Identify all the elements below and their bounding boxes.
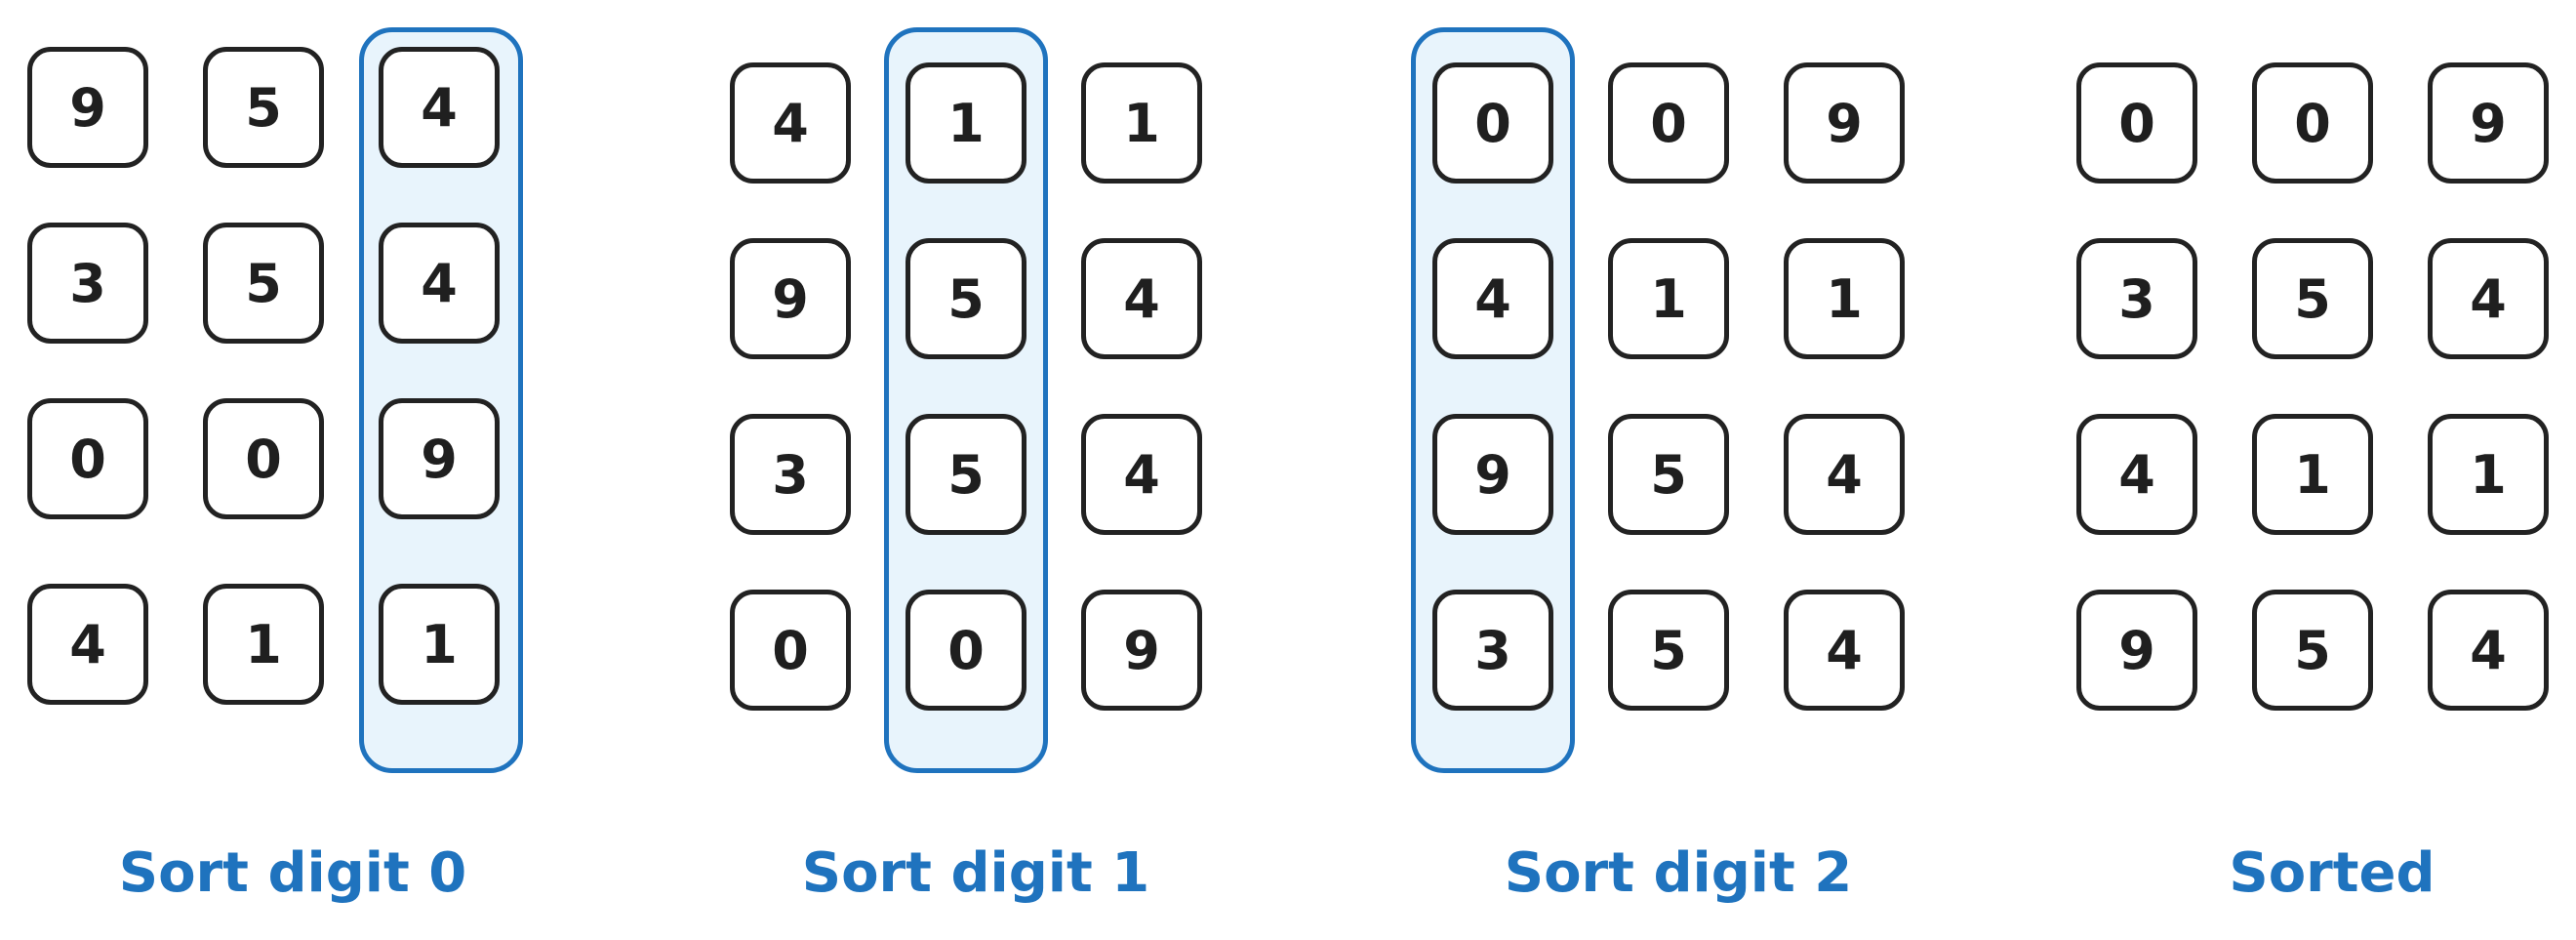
digit-cell: 0	[730, 590, 851, 711]
digit-cell: 4	[379, 223, 500, 344]
digit-cell: 5	[203, 47, 324, 168]
digit-cell: 0	[27, 398, 148, 519]
digit-cell: 1	[1081, 62, 1202, 184]
digit-cell: 1	[906, 62, 1026, 184]
panel-caption: Sort digit 1	[801, 841, 1150, 905]
digit-cell: 4	[2428, 238, 2549, 359]
digit-cell: 3	[27, 223, 148, 344]
digit-cell: 4	[27, 584, 148, 705]
digit-cell: 4	[1432, 238, 1553, 359]
digit-cell: 5	[203, 223, 324, 344]
digit-cell: 5	[2252, 590, 2373, 711]
digit-cell: 1	[1608, 238, 1729, 359]
digit-cell: 1	[379, 584, 500, 705]
digit-cell: 1	[1784, 238, 1905, 359]
digit-cell: 3	[730, 414, 851, 535]
digit-cell: 9	[2428, 62, 2549, 184]
digit-cell: 4	[379, 47, 500, 168]
digit-cell: 9	[1432, 414, 1553, 535]
digit-cell: 1	[203, 584, 324, 705]
panel-sort-digit-2: 0 0 9 4 1 1 9 5 4 3 5 4 Sort digit 2	[1411, 0, 1971, 940]
panel-caption: Sort digit 2	[1504, 841, 1853, 905]
digit-cell: 5	[1608, 590, 1729, 711]
digit-cell: 1	[2428, 414, 2549, 535]
digit-cell: 0	[2252, 62, 2373, 184]
digit-cell: 1	[2252, 414, 2373, 535]
digit-cell: 4	[1784, 414, 1905, 535]
digit-cell: 4	[730, 62, 851, 184]
digit-cell: 5	[906, 238, 1026, 359]
digit-cell: 3	[2076, 238, 2197, 359]
digit-cell: 0	[203, 398, 324, 519]
digit-cell: 9	[730, 238, 851, 359]
digit-cell: 4	[1081, 238, 1202, 359]
digit-cell: 5	[1608, 414, 1729, 535]
digit-cell: 9	[379, 398, 500, 519]
panel-sort-digit-1: 4 1 1 9 5 4 3 5 4 0 0 9 Sort digit 1	[722, 0, 1268, 940]
digit-cell: 0	[2076, 62, 2197, 184]
panel-sort-digit-0: 9 5 4 3 5 4 0 0 9 4 1 1 Sort digit 0	[20, 0, 566, 940]
digit-cell: 9	[2076, 590, 2197, 711]
digit-cell: 4	[2428, 590, 2549, 711]
digit-cell: 0	[906, 590, 1026, 711]
panel-sorted: 0 0 9 3 5 4 4 1 1 9 5 4 Sorted	[2069, 0, 2576, 940]
digit-cell: 0	[1432, 62, 1553, 184]
digit-cell: 5	[2252, 238, 2373, 359]
digit-cell: 3	[1432, 590, 1553, 711]
digit-cell: 4	[1081, 414, 1202, 535]
digit-cell: 4	[1784, 590, 1905, 711]
digit-cell: 0	[1608, 62, 1729, 184]
panel-caption: Sort digit 0	[118, 841, 467, 905]
digit-cell: 9	[27, 47, 148, 168]
digit-cell: 9	[1784, 62, 1905, 184]
digit-cell: 9	[1081, 590, 1202, 711]
panel-caption: Sorted	[2229, 841, 2435, 905]
digit-cell: 5	[906, 414, 1026, 535]
digit-cell: 4	[2076, 414, 2197, 535]
